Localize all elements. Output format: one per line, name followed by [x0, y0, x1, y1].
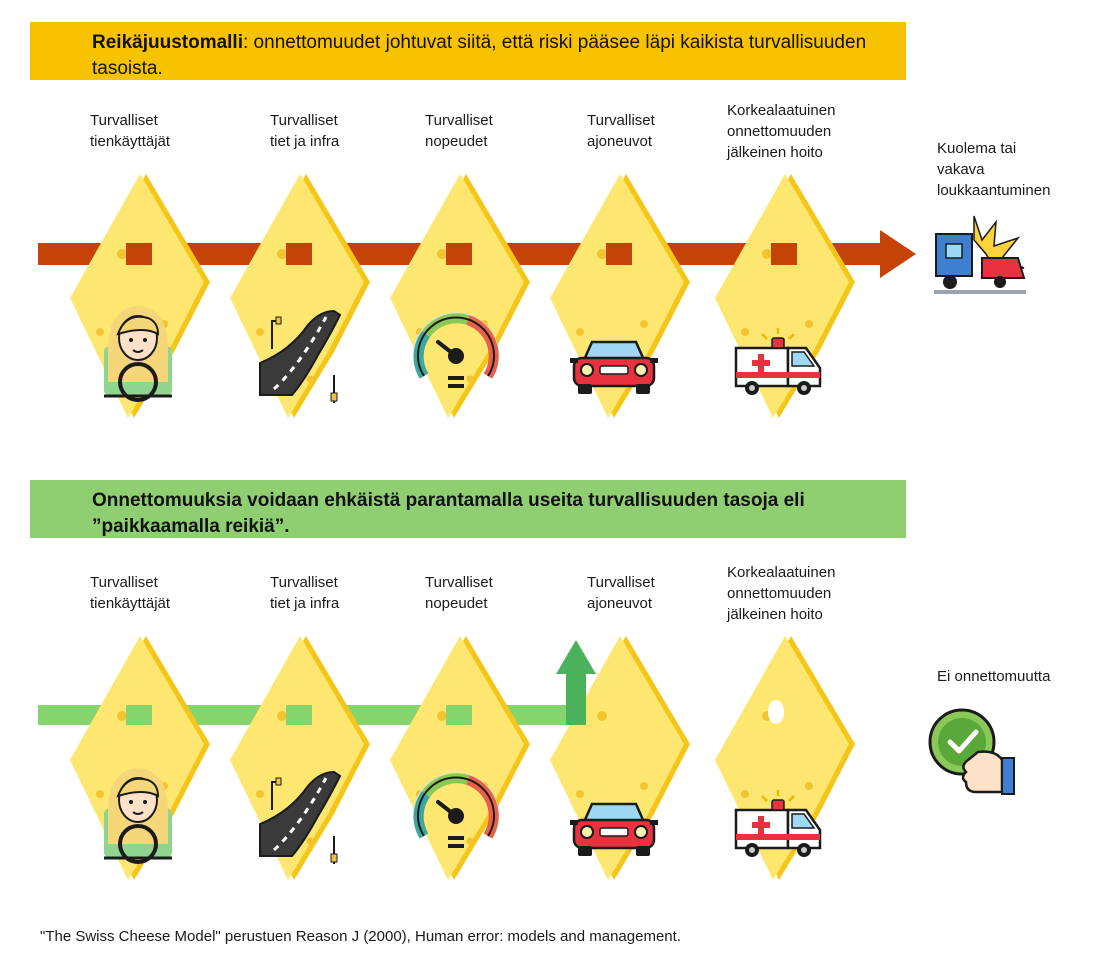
- layer-label-top-5: Korkealaatuinen onnettomuuden jälkeinen …: [727, 102, 836, 161]
- thumbs-up-check-icon: [928, 708, 1015, 795]
- layer-label-bottom-4: Turvalliset ajoneuvot: [587, 574, 655, 612]
- layer-label-bottom-5: Korkealaatuinen onnettomuuden jälkeinen …: [727, 564, 836, 623]
- outcome-top-label: Kuolema tai vakava loukkaantuminen: [937, 140, 1051, 199]
- cheese-layer-top-3: [390, 174, 530, 418]
- layer-label-top-2: Turvalliset tiet ja infra: [270, 112, 340, 150]
- layer-label-bottom-1: Turvalliset tienkäyttäjät: [90, 574, 171, 612]
- driver-icon: [102, 304, 174, 402]
- layer-label-top-1: Turvalliset tienkäyttäjät: [90, 112, 171, 150]
- outcome-bottom-label: Ei onnettomuutta: [937, 668, 1051, 685]
- top-banner: Reikäjuustomalli: onnettomuudet johtuvat…: [30, 22, 906, 80]
- deflect-arrow: [556, 640, 596, 725]
- footer-citation: "The Swiss Cheese Model" perustuen Reaso…: [40, 928, 681, 945]
- layer-label-bottom-2: Turvalliset tiet ja infra: [270, 574, 340, 612]
- cheese-layer-bottom-3: [390, 636, 530, 880]
- top-banner-text: : onnettomuudet johtuvat siitä, että ris…: [92, 32, 867, 79]
- top-banner-bold: Reikäjuustomalli: [92, 32, 243, 53]
- crash-icon: [934, 215, 1026, 294]
- layer-label-bottom-3: Turvalliset nopeudet: [425, 574, 493, 612]
- bottom-banner: Onnettomuuksia voidaan ehkäistä parantam…: [30, 480, 906, 538]
- bottom-banner-text: Onnettomuuksia voidaan ehkäistä parantam…: [92, 490, 805, 537]
- driver-icon: [102, 766, 174, 864]
- layer-label-top-4: Turvalliset ajoneuvot: [587, 112, 655, 150]
- layer-label-top-3: Turvalliset nopeudet: [425, 112, 493, 150]
